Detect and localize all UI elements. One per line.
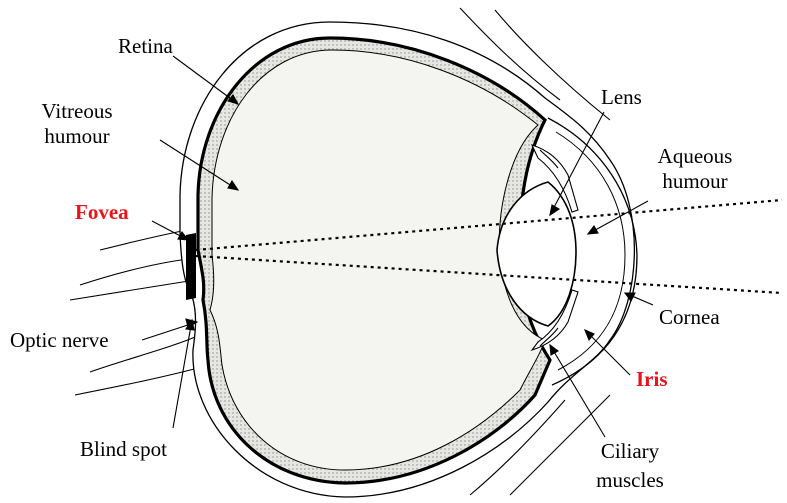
fovea-region xyxy=(186,233,196,300)
label-lens: Lens xyxy=(601,85,642,110)
label-cornea: Cornea xyxy=(659,305,720,330)
label-retina: Retina xyxy=(118,34,173,59)
label-vitreous-line1: Vitreous xyxy=(18,99,136,124)
label-vitreous-humour: Vitreous humour xyxy=(18,99,136,149)
label-aqueous-humour: Aqueous humour xyxy=(637,144,753,194)
label-vitreous-line2: humour xyxy=(18,124,136,149)
label-fovea: Fovea xyxy=(75,200,129,225)
label-aqueous-line1: Aqueous xyxy=(637,144,753,169)
label-ciliary-muscles: Ciliary muscles xyxy=(580,437,680,495)
label-iris: Iris xyxy=(636,367,668,392)
label-ciliary-line2: muscles xyxy=(580,466,680,495)
label-optic-nerve: Optic nerve xyxy=(10,328,109,353)
optic-nerve-sheath xyxy=(70,228,200,395)
label-ciliary-line1: Ciliary xyxy=(580,437,680,466)
label-aqueous-line2: humour xyxy=(637,169,753,194)
label-blind-spot: Blind spot xyxy=(80,437,167,462)
